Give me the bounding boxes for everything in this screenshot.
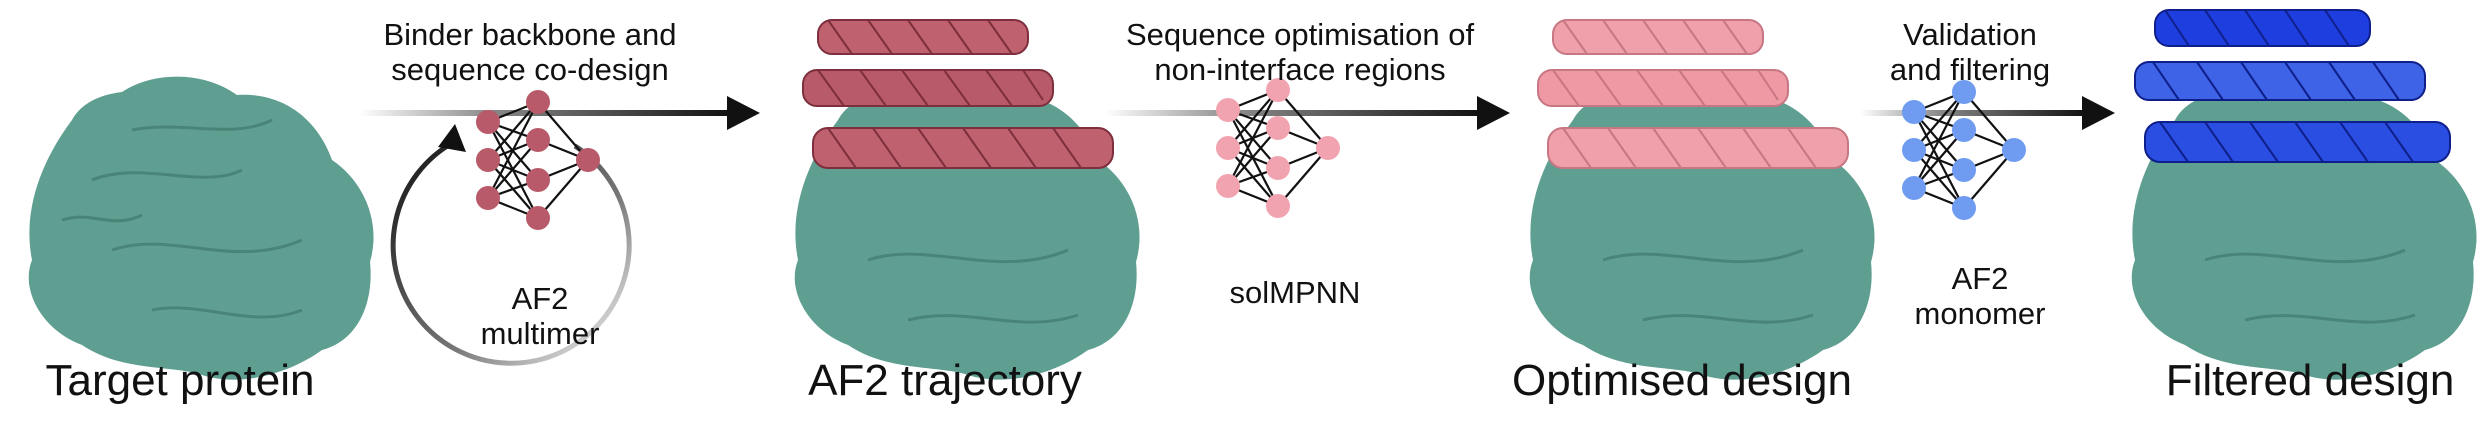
network-node bbox=[1952, 80, 1976, 104]
network-edge bbox=[1227, 127, 1279, 187]
af2-multimer-network-icon bbox=[476, 90, 600, 230]
network-node bbox=[526, 206, 550, 230]
network-node bbox=[1902, 138, 1926, 162]
arrow-3 bbox=[1860, 96, 2115, 130]
network-edge bbox=[487, 139, 539, 199]
filtered-protein bbox=[2131, 9, 2477, 380]
trajectory-helices bbox=[802, 19, 1114, 169]
network-edge bbox=[1913, 129, 1965, 189]
network-node bbox=[1216, 98, 1240, 122]
filtered-helices bbox=[2134, 9, 2451, 163]
network-node bbox=[1952, 118, 1976, 142]
network-node bbox=[1216, 136, 1240, 160]
arrow-2-label: Sequence optimisation of non-interface r… bbox=[1090, 17, 1510, 87]
trajectory-protein bbox=[794, 19, 1140, 380]
arrow-2 bbox=[1105, 96, 1510, 130]
network-node bbox=[476, 186, 500, 210]
network-node bbox=[1266, 78, 1290, 102]
network-node bbox=[1266, 194, 1290, 218]
network-node bbox=[526, 90, 550, 114]
network-label-af2-multimer-line1: AF2 bbox=[511, 281, 569, 316]
af2-monomer-network-icon bbox=[1902, 80, 2026, 220]
network-node bbox=[2002, 138, 2026, 162]
arrow-3-label-line1: Validation bbox=[1903, 17, 2037, 52]
network-label-af2-monomer: AF2 monomer bbox=[1895, 261, 2065, 331]
network-node bbox=[1266, 156, 1290, 180]
network-label-solmpnn: solMPNN bbox=[1210, 275, 1380, 311]
network-node bbox=[576, 148, 600, 172]
network-node bbox=[1266, 116, 1290, 140]
arrow-2-label-line2: non-interface regions bbox=[1154, 51, 1446, 87]
optimised-helices bbox=[1537, 19, 1849, 169]
target-protein-surface bbox=[28, 76, 374, 380]
network-node bbox=[1952, 158, 1976, 182]
network-node bbox=[526, 128, 550, 152]
stage-label-filtered: Filtered design bbox=[2165, 356, 2455, 405]
network-edge bbox=[1277, 89, 1329, 149]
network-node bbox=[1902, 100, 1926, 124]
network-edge bbox=[1963, 149, 2015, 209]
network-node bbox=[1952, 196, 1976, 220]
network-edge bbox=[1227, 89, 1279, 149]
arrow-3-label: Validation and filtering bbox=[1860, 17, 2080, 87]
stage-label-optimised: Optimised design bbox=[1512, 356, 1852, 405]
network-node bbox=[1316, 136, 1340, 160]
network-label-af2-multimer-line2: multimer bbox=[480, 315, 600, 351]
network-node bbox=[526, 168, 550, 192]
network-node bbox=[1216, 174, 1240, 198]
network-label-af2-monomer-line2: monomer bbox=[1914, 295, 2046, 331]
network-edge bbox=[487, 101, 539, 161]
arrow-1-label-line1: Binder backbone and bbox=[383, 17, 677, 52]
network-edge bbox=[537, 101, 589, 161]
network-edge bbox=[1913, 91, 1965, 151]
network-node bbox=[1902, 176, 1926, 200]
arrow-2-label-line1: Sequence optimisation of bbox=[1125, 17, 1475, 52]
network-node bbox=[476, 148, 500, 172]
cycle-arrow bbox=[390, 124, 632, 366]
arrow-1 bbox=[360, 96, 760, 130]
arrow-3-label-line2: and filtering bbox=[1889, 51, 2051, 87]
network-label-af2-monomer-line1: AF2 bbox=[1951, 261, 2009, 296]
solmpnn-network-icon bbox=[1216, 78, 1340, 218]
network-edge bbox=[487, 101, 539, 199]
network-edge bbox=[1913, 91, 1965, 189]
stage-label-target: Target protein bbox=[45, 356, 315, 405]
network-label-af2-multimer: AF2 multimer bbox=[455, 281, 625, 351]
network-edge bbox=[537, 159, 589, 219]
network-node bbox=[476, 110, 500, 134]
arrow-1-label-line2: sequence co-design bbox=[391, 51, 669, 87]
network-label-solmpnn-line1: solMPNN bbox=[1229, 275, 1361, 310]
arrow-1-label: Binder backbone and sequence co-design bbox=[330, 17, 730, 87]
optimised-protein bbox=[1529, 19, 1875, 380]
network-edge bbox=[1277, 147, 1329, 207]
stage-label-trajectory: AF2 trajectory bbox=[808, 356, 1082, 405]
network-edge bbox=[1227, 89, 1279, 187]
network-edge bbox=[1963, 91, 2015, 151]
